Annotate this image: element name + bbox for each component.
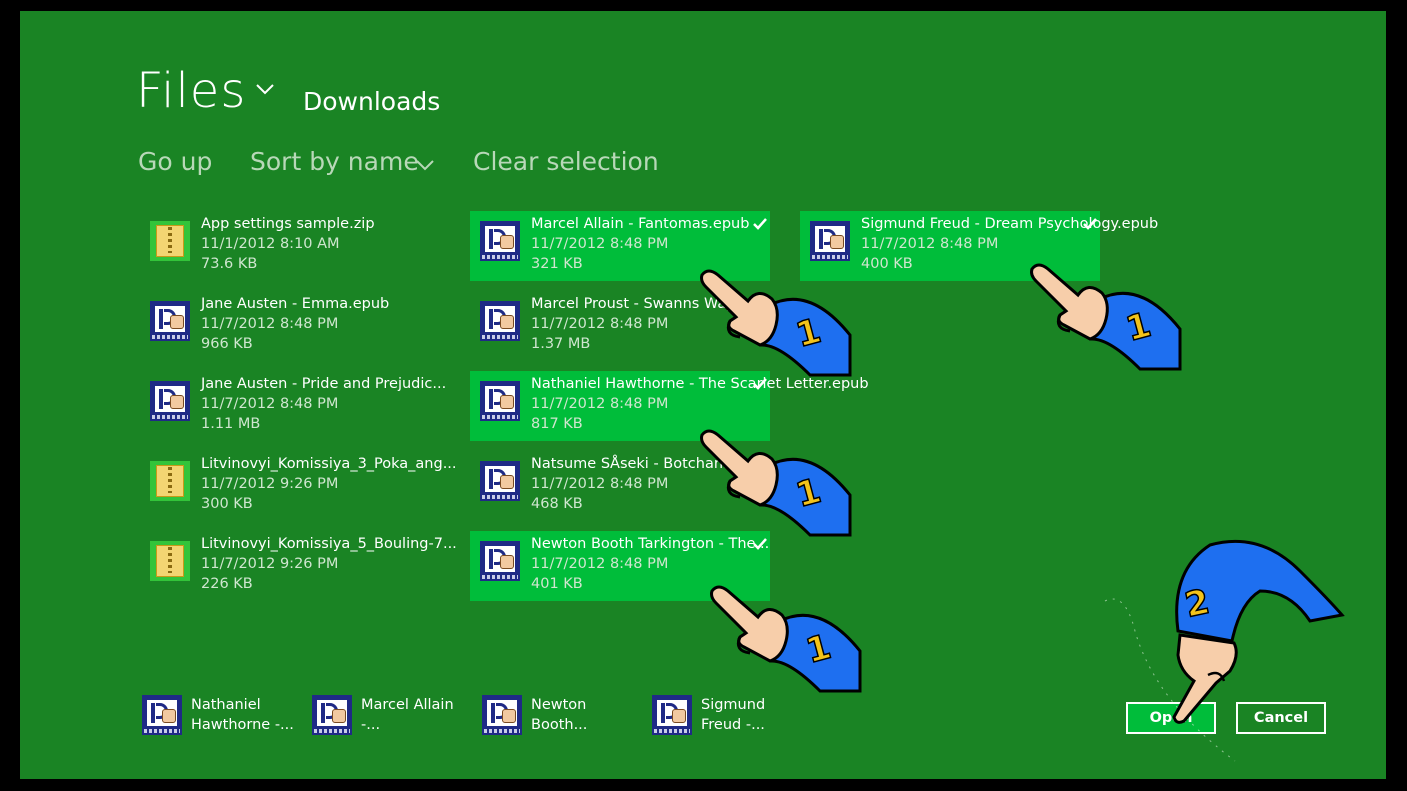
file-size: 817 KB <box>531 416 583 432</box>
basket-item-name-line1: Nathaniel <box>191 697 261 713</box>
file-date: 11/7/2012 8:48 PM <box>531 556 669 572</box>
step-1-pointer: 1 <box>700 425 852 539</box>
zip-folder-icon <box>150 461 190 501</box>
sort-by-dropdown[interactable]: Sort by name <box>250 147 419 176</box>
page-title: Files <box>136 63 247 119</box>
file-tile[interactable]: Jane Austen - Emma.epub 11/7/2012 8:48 PM… <box>140 291 440 361</box>
file-name: Natsume SÅseki - Botchan.epub <box>531 456 765 472</box>
file-size: 321 KB <box>531 256 583 272</box>
file-tile[interactable]: Jane Austen - Pride and Prejudic... 11/7/… <box>140 371 447 441</box>
basket-item-name: Marcel Allain -... <box>361 695 466 735</box>
book-reader-icon <box>480 221 520 261</box>
book-reader-icon <box>312 695 352 735</box>
file-date: 11/7/2012 9:26 PM <box>201 556 339 572</box>
current-folder[interactable]: Downloads <box>303 87 441 116</box>
book-reader-icon <box>480 301 520 341</box>
file-date: 11/7/2012 8:48 PM <box>531 396 669 412</box>
file-date: 11/7/2012 9:26 PM <box>201 476 339 492</box>
book-reader-icon <box>150 301 190 341</box>
file-tile[interactable]: Nathaniel Hawthorne - The Scarlet Letter… <box>470 371 869 441</box>
file-size: 1.37 MB <box>531 336 591 352</box>
checkmark-icon <box>752 376 768 390</box>
file-date: 11/7/2012 8:48 PM <box>201 396 339 412</box>
file-date: 11/7/2012 8:48 PM <box>531 476 669 492</box>
file-name: Litvinovyi_Komissiya_3_Poka_ang... <box>201 456 457 472</box>
checkmark-icon <box>752 536 768 550</box>
file-picker: Files Downloads Go up Sort by name Clear… <box>20 11 1386 779</box>
clear-selection-button[interactable]: Clear selection <box>473 147 659 176</box>
file-date: 11/7/2012 8:48 PM <box>201 316 339 332</box>
file-name: Marcel Proust - Swanns Way.epub <box>531 296 774 312</box>
file-name: Marcel Allain - Fantomas.epub <box>531 216 750 232</box>
file-tile[interactable]: Litvinovyi_Komissiya_5_Bouling-7... 11/7/… <box>140 531 457 601</box>
cancel-button[interactable]: Cancel <box>1236 702 1326 734</box>
book-reader-icon <box>480 461 520 501</box>
file-name: Jane Austen - Pride and Prejudic... <box>201 376 447 392</box>
book-reader-icon <box>480 541 520 581</box>
file-name: Jane Austen - Emma.epub <box>201 296 390 312</box>
book-reader-icon <box>652 695 692 735</box>
basket-item[interactable]: Marcel Allain -... <box>310 693 470 737</box>
book-reader-icon <box>142 695 182 735</box>
step-1-pointer: 1 <box>710 581 862 695</box>
book-reader-icon <box>482 695 522 735</box>
step-1-pointer: 1 <box>700 265 852 379</box>
file-tile[interactable]: Marcel Proust - Swanns Way.epub 11/7/2012… <box>470 291 774 361</box>
file-size: 468 KB <box>531 496 583 512</box>
file-tile[interactable]: Litvinovyi_Komissiya_3_Poka_ang... 11/7/2… <box>140 451 457 521</box>
basket-item-name-line1: Marcel Allain <box>361 697 454 713</box>
file-size: 1.11 MB <box>201 416 261 432</box>
basket-item-name-line1: Sigmund <box>701 697 766 713</box>
basket-item-name-line2: Hawthorne -... <box>191 717 294 733</box>
basket-item-name-line1: Newton <box>531 697 587 713</box>
file-name: Nathaniel Hawthorne - The Scarlet Letter… <box>531 376 869 392</box>
location-dropdown-chevron-icon[interactable] <box>254 81 276 101</box>
file-tile[interactable]: Marcel Allain - Fantomas.epub 11/7/2012 8… <box>470 211 770 281</box>
step-2-pointer: 2 <box>1150 531 1350 725</box>
file-size: 401 KB <box>531 576 583 592</box>
basket-item-name-line2: -... <box>361 717 381 733</box>
checkmark-icon <box>1082 216 1098 230</box>
file-name: App settings sample.zip <box>201 216 375 232</box>
sort-chevron-down-icon[interactable] <box>415 157 435 176</box>
basket-item-name-line2: Freud -... <box>701 717 765 733</box>
file-date: 11/7/2012 8:48 PM <box>531 236 669 252</box>
zip-folder-icon <box>150 221 190 261</box>
book-reader-icon <box>480 381 520 421</box>
book-reader-icon <box>150 381 190 421</box>
zip-folder-icon <box>150 541 190 581</box>
file-size: 400 KB <box>861 256 913 272</box>
file-size: 226 KB <box>201 576 253 592</box>
file-name: Sigmund Freud - Dream Psychology.epub <box>861 216 1159 232</box>
checkmark-icon <box>752 216 768 230</box>
file-size: 300 KB <box>201 496 253 512</box>
step-1-pointer: 1 <box>1030 259 1182 373</box>
file-date: 11/7/2012 8:48 PM <box>861 236 999 252</box>
file-name: Litvinovyi_Komissiya_5_Bouling-7... <box>201 536 457 552</box>
file-date: 11/1/2012 8:10 AM <box>201 236 340 252</box>
basket-item-name-line2: Booth... <box>531 717 588 733</box>
file-tile[interactable]: Newton Booth Tarkington - The... 11/7/201… <box>470 531 770 601</box>
file-tile[interactable]: Natsume SÅseki - Botchan.epub 11/7/2012 8… <box>470 451 770 521</box>
file-size: 966 KB <box>201 336 253 352</box>
file-size: 73.6 KB <box>201 256 258 272</box>
file-tile[interactable]: App settings sample.zip 11/1/2012 8:10 AM… <box>140 211 440 281</box>
file-date: 11/7/2012 8:48 PM <box>531 316 669 332</box>
go-up-button[interactable]: Go up <box>138 147 213 176</box>
book-reader-icon <box>810 221 850 261</box>
file-name: Newton Booth Tarkington - The... <box>531 536 770 552</box>
